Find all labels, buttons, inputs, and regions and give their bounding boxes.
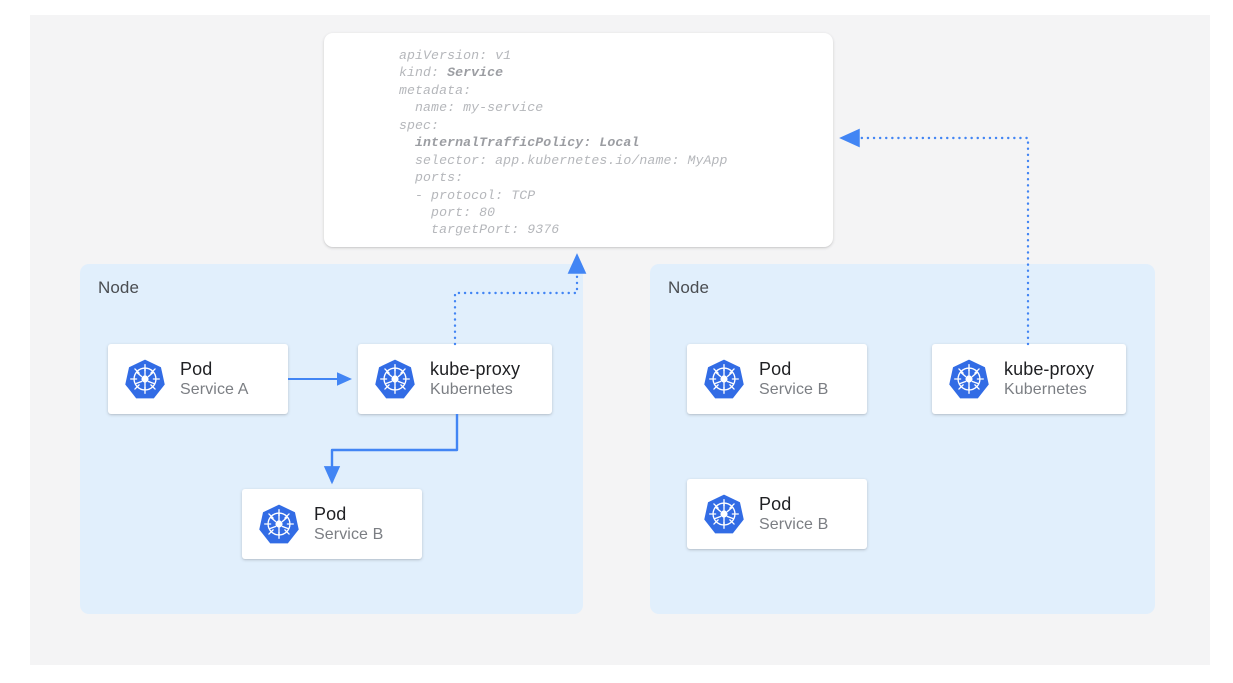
yaml-line-target-port: targetPort: 9376: [399, 222, 560, 238]
card-text: kube-proxy Kubernetes: [430, 359, 520, 400]
node-left-label: Node: [98, 278, 140, 297]
card-title: Pod: [759, 493, 792, 514]
kubernetes-icon: [948, 358, 990, 400]
yaml-line-selector: selector: app.kubernetes.io/name: MyApp: [399, 152, 728, 168]
card-subtitle: Kubernetes: [1004, 380, 1087, 398]
card-subtitle: Service B: [759, 380, 829, 398]
card-pod-service-b-left[interactable]: Pod Service B: [242, 489, 422, 559]
card-text: Pod Service B: [314, 504, 383, 545]
card-text: Pod Service A: [180, 359, 249, 400]
card-title: Pod: [314, 503, 347, 524]
kubernetes-icon: [703, 358, 745, 400]
node-right: Node: [650, 264, 1155, 614]
kubernetes-icon: [124, 358, 166, 400]
card-pod-service-a[interactable]: Pod Service A: [108, 344, 288, 414]
card-text: Pod Service B: [759, 494, 828, 535]
card-subtitle: Service B: [314, 525, 384, 543]
yaml-line-protocol: - protocol: TCP: [399, 187, 536, 203]
card-pod-service-b-right-top[interactable]: Pod Service B: [687, 344, 867, 414]
card-subtitle: Kubernetes: [430, 380, 513, 398]
yaml-line-name: name: my-service: [399, 100, 544, 116]
card-title: kube-proxy: [430, 358, 521, 379]
yaml-kind-prefix: kind:: [399, 65, 448, 81]
card-kube-proxy-left[interactable]: kube-proxy Kubernetes: [358, 344, 552, 414]
card-kube-proxy-right[interactable]: kube-proxy Kubernetes: [932, 344, 1126, 414]
card-title: kube-proxy: [1004, 358, 1095, 379]
kubernetes-icon: [703, 493, 745, 535]
node-left: Node: [80, 264, 583, 614]
yaml-line-kind: kind: Service: [399, 64, 728, 81]
yaml-line-port: port: 80: [399, 204, 496, 220]
yaml-line-apiversion: apiVersion: v1: [399, 48, 512, 63]
card-subtitle: Service A: [180, 380, 249, 398]
kubernetes-icon: [374, 358, 416, 400]
card-text: kube-proxy Kubernetes: [1004, 359, 1094, 400]
node-right-label: Node: [668, 278, 710, 297]
card-title: Pod: [759, 358, 792, 379]
yaml-line-internal-traffic-policy: internalTrafficPolicy: Local: [399, 135, 640, 151]
card-text: Pod Service B: [759, 359, 828, 400]
card-title: Pod: [180, 358, 213, 379]
yaml-line-ports: ports:: [399, 170, 464, 186]
kubernetes-icon: [258, 503, 300, 545]
yaml-kind-value: Service: [447, 65, 504, 81]
yaml-line-metadata: metadata:: [399, 82, 472, 98]
card-pod-service-b-right-bottom[interactable]: Pod Service B: [687, 479, 867, 549]
card-subtitle: Service B: [759, 515, 829, 533]
yaml-line-spec: spec:: [399, 117, 440, 133]
